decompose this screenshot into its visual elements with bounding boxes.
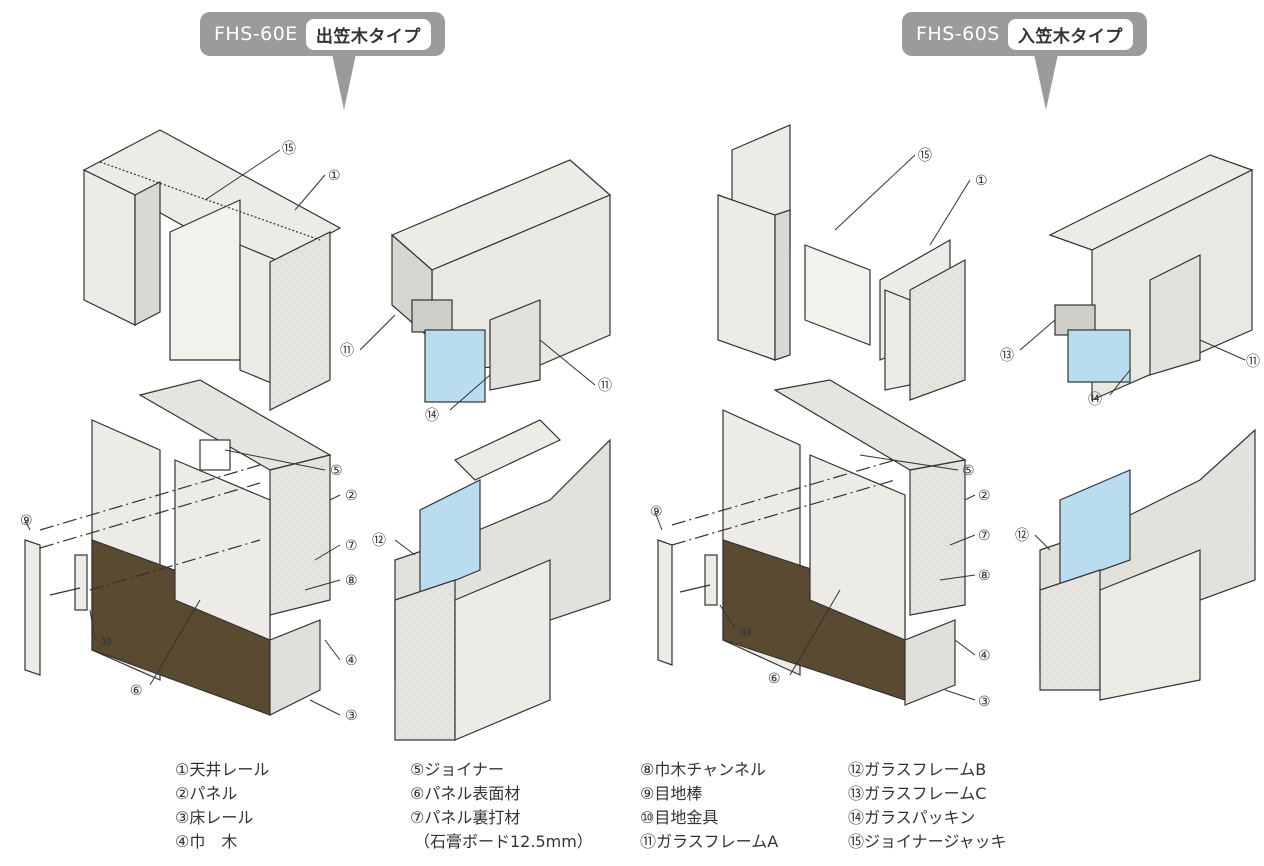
legend-item: ⑨目地棒 — [640, 784, 703, 803]
glass-frame-bottom-right — [1039, 428, 1256, 701]
legend-item: ⑫ガラスフレームB — [848, 760, 987, 779]
badge-pointer-right — [1034, 54, 1058, 110]
legend-item: ⑮ジョイナージャッキ — [848, 832, 1007, 851]
callout-14: ⑭ — [1088, 392, 1102, 408]
legend-item: ⑬ガラスフレームC — [848, 784, 987, 803]
callout-10: ⑩ — [100, 635, 113, 651]
panel-assembly-right — [722, 379, 967, 706]
callout-15: ⑮ — [282, 141, 296, 157]
callout-5: ⑤ — [962, 463, 975, 479]
model-badge-left: FHS-60E 出笠木タイプ — [200, 12, 445, 56]
callouts-right: ⑮ ① ⑤ ② ⑦ ⑧ ④ ③ ⑥ ⑩ ⑨ ⑬ ⑪ ⑭ ⑫ — [650, 148, 1260, 710]
callout-5: ⑤ — [330, 463, 343, 479]
legend-item: ①天井レール — [175, 760, 270, 779]
callout-3: ③ — [345, 708, 358, 724]
legend-item: ⑦パネル裏打材 — [410, 808, 521, 827]
callout-1: ① — [328, 168, 341, 184]
callout-6: ⑥ — [768, 671, 781, 687]
callout-14: ⑭ — [425, 408, 439, 424]
callout-4: ④ — [345, 653, 358, 669]
callout-6: ⑥ — [130, 683, 143, 699]
legend-item: ④巾 木 — [175, 832, 238, 851]
joint-rod-right — [657, 459, 896, 666]
glass-frame-top-left — [390, 159, 612, 403]
legend-col-3: ⑧巾木チャンネル ⑨目地棒 ⑩目地金具 ⑪ガラスフレームA — [640, 758, 778, 854]
callout-15: ⑮ — [918, 148, 932, 164]
legend-item: ③床レール — [175, 808, 254, 827]
callout-12: ⑫ — [1015, 528, 1029, 544]
type-label: 入笠木タイプ — [1007, 18, 1133, 50]
legend-col-1: ①天井レール ②パネル ③床レール ④巾 木 — [175, 758, 269, 854]
callout-8: ⑧ — [978, 568, 991, 584]
callouts-left: ⑮ ① ⑤ ② ⑦ ⑧ ④ ③ ⑥ ⑩ ⑨ ⑪ ⑪ ⑭ ⑫ — [20, 141, 612, 724]
legend-item-note: （石膏ボード12.5mm） — [414, 832, 593, 851]
model-badge-right: FHS-60S 入笠木タイプ — [902, 12, 1147, 56]
joint-rod-left — [24, 464, 261, 676]
model-label: FHS-60S — [916, 23, 1000, 45]
legend-col-2: ⑤ジョイナー ⑥パネル表面材 ⑦パネル裏打材 （石膏ボード12.5mm） — [410, 758, 593, 854]
legend-item: ⑩目地金具 — [640, 808, 719, 827]
legend-item: ②パネル — [175, 784, 238, 803]
callout-13: ⑬ — [1000, 348, 1014, 364]
glass-frame-bottom-left — [394, 419, 611, 741]
callout-12: ⑫ — [372, 533, 386, 549]
partition-diagram: ⑮ ① ⑤ ② ⑦ ⑧ ④ ③ ⑥ ⑩ ⑨ ⑪ ⑪ ⑭ ⑫ ⑮ ① ⑤ ② ⑦ … — [20, 124, 1260, 741]
callout-3: ③ — [978, 694, 991, 710]
callout-4: ④ — [978, 648, 991, 664]
ceiling-rail-assembly-right — [717, 124, 966, 401]
callout-11: ⑪ — [1246, 354, 1260, 370]
callout-2: ② — [978, 488, 991, 504]
legend-item: ⑤ジョイナー — [410, 760, 505, 779]
legend-item: ⑧巾木チャンネル — [640, 760, 766, 779]
callout-8: ⑧ — [345, 573, 358, 589]
legend-col-4: ⑫ガラスフレームB ⑬ガラスフレームC ⑭ガラスパッキン ⑮ジョイナージャッキ — [848, 758, 1007, 854]
callout-1: ① — [975, 173, 988, 189]
legend-item: ⑭ガラスパッキン — [848, 808, 976, 827]
callout-9: ⑨ — [650, 504, 663, 520]
badge-pointer-left — [332, 54, 356, 110]
model-label: FHS-60E — [214, 23, 298, 45]
glass-frame-top-right — [1048, 154, 1254, 401]
type-label: 出笠木タイプ — [305, 18, 431, 50]
callout-7: ⑦ — [978, 528, 991, 544]
panel-assembly-left — [91, 379, 332, 716]
legend-item: ⑪ガラスフレームA — [640, 832, 779, 851]
callout-7: ⑦ — [345, 538, 358, 554]
legend-item: ⑥パネル表面材 — [410, 784, 521, 803]
callout-11: ⑪ — [340, 343, 354, 359]
callout-11: ⑪ — [598, 378, 612, 394]
callout-10: ⑩ — [740, 625, 753, 641]
callout-2: ② — [345, 488, 358, 504]
ceiling-rail-assembly-left — [82, 129, 342, 411]
callout-9: ⑨ — [20, 513, 33, 529]
